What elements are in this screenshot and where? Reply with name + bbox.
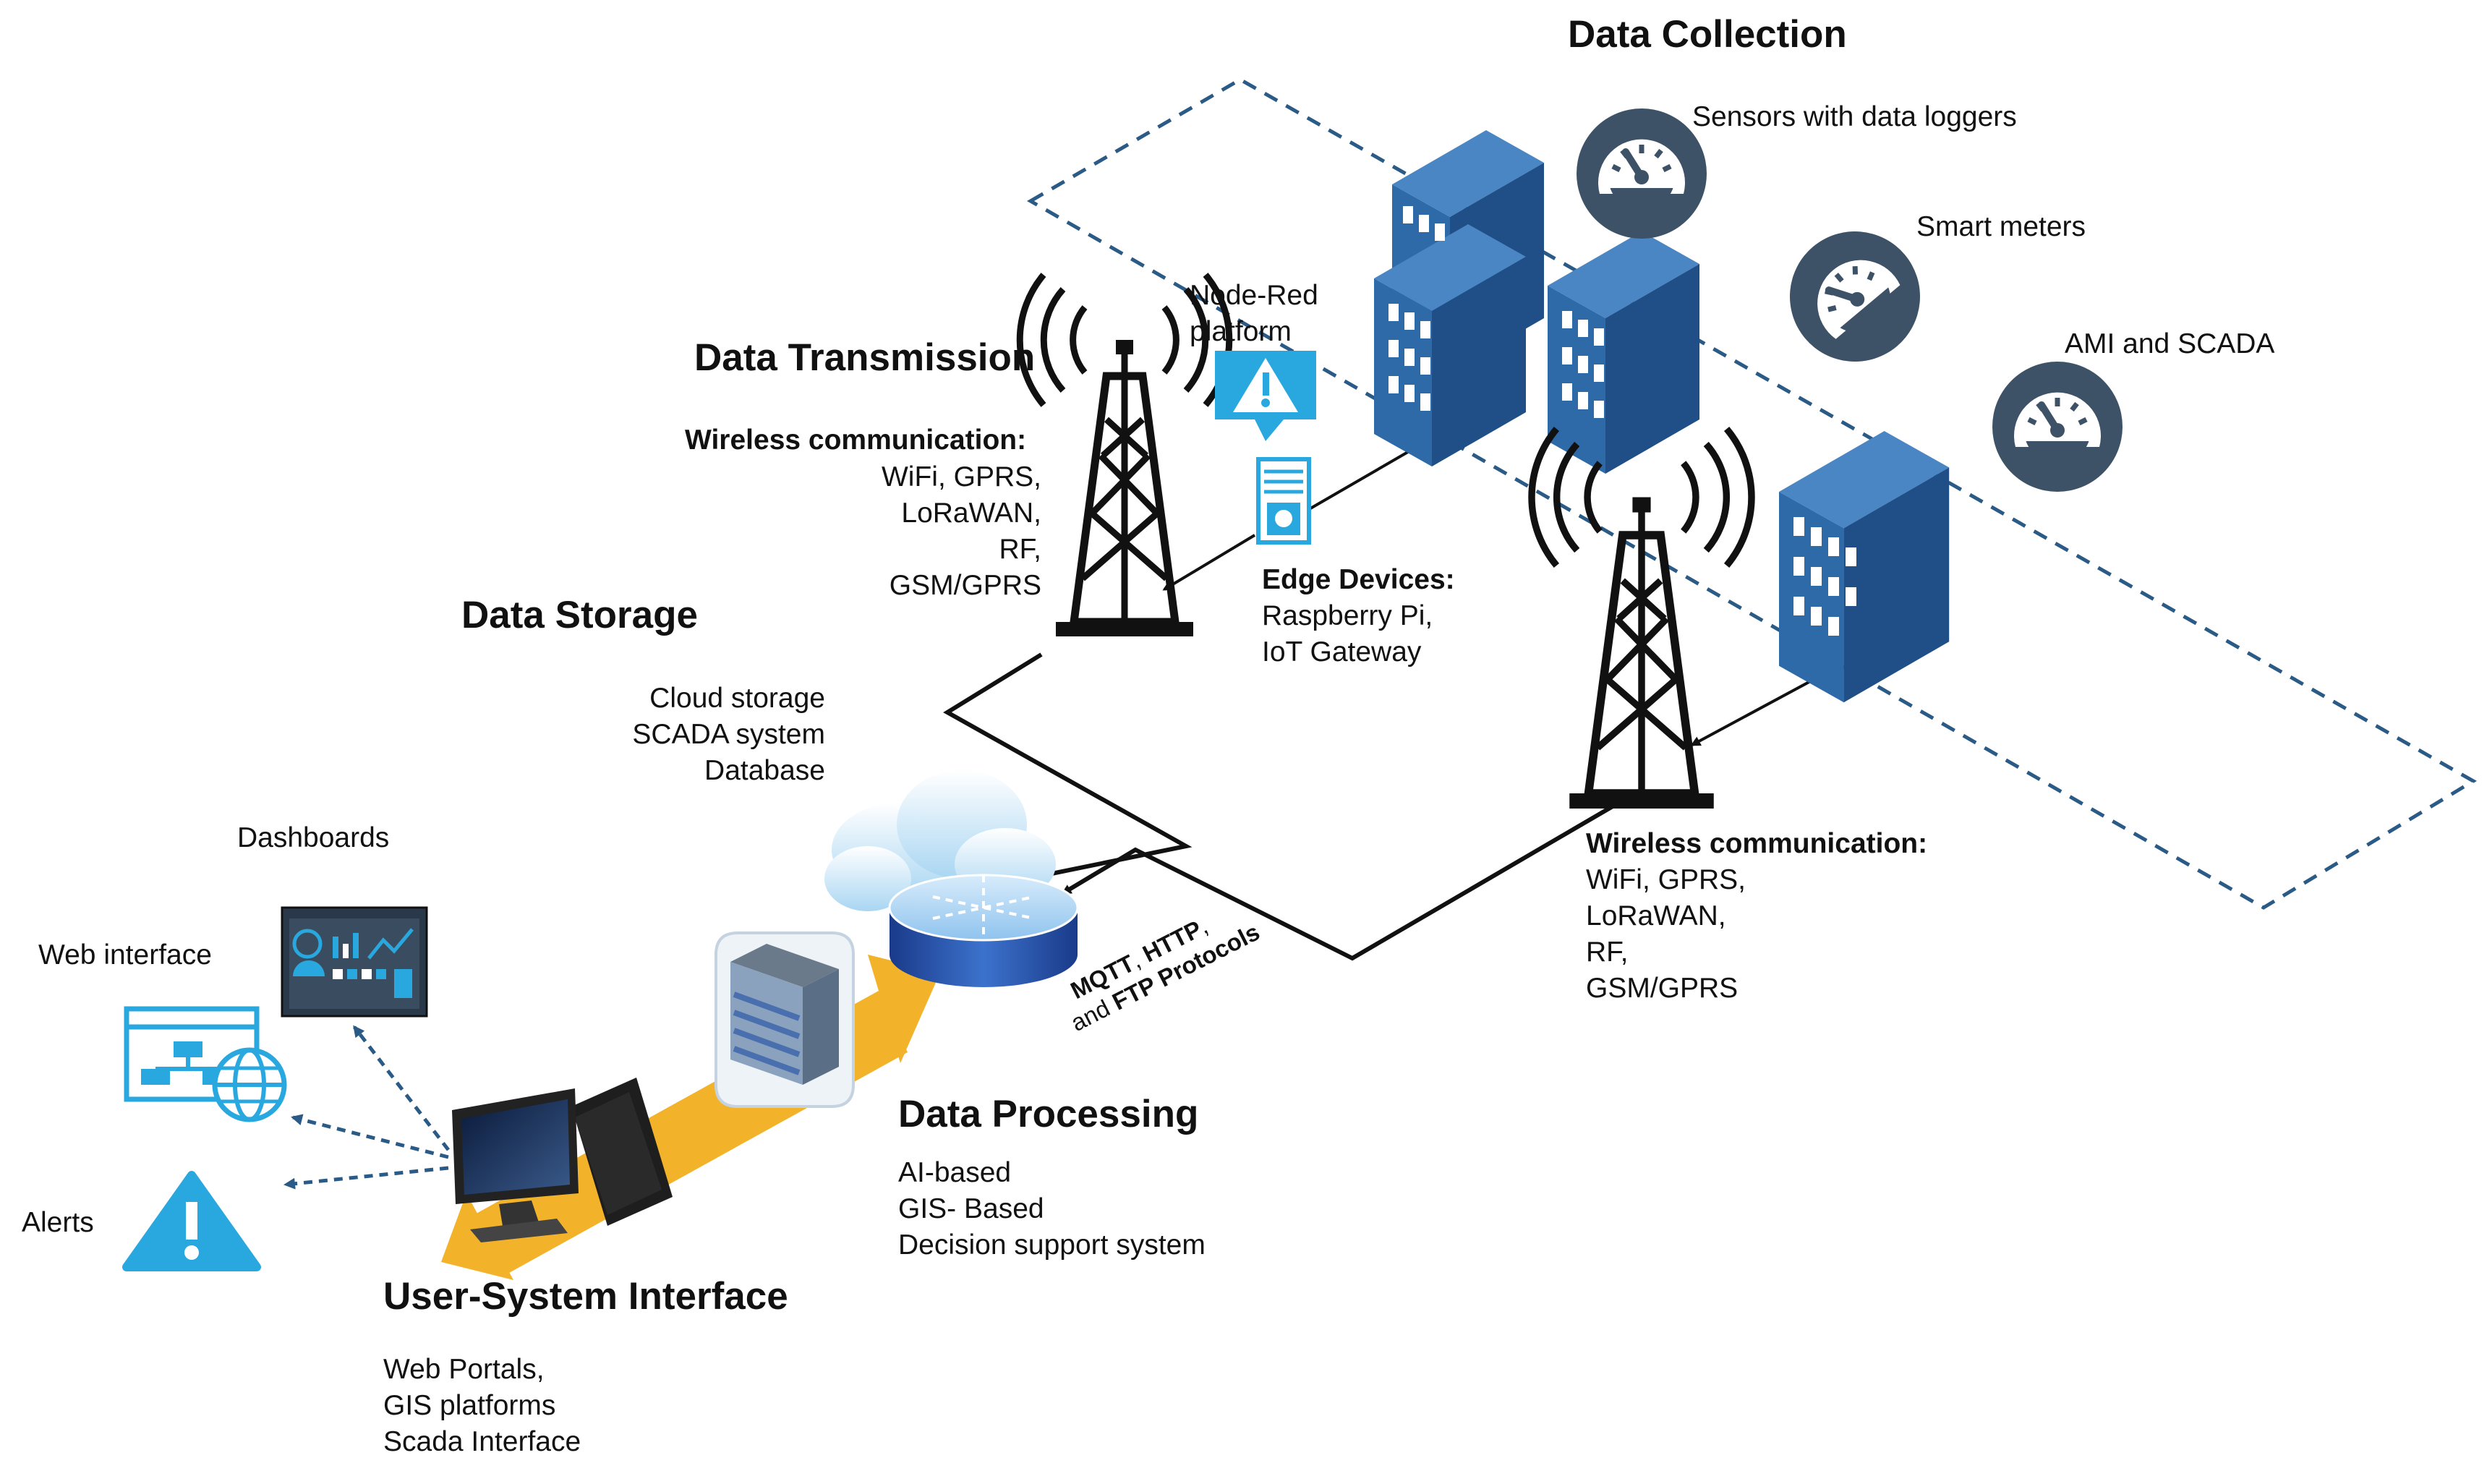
gauge-icon (1992, 362, 2123, 492)
output-arrows (283, 1025, 450, 1190)
globe-icon (212, 1047, 287, 1122)
link-edge-to-tower (1162, 534, 1256, 591)
interface-item: GIS platforms (383, 1390, 556, 1421)
protocols-label: MQTT, HTTP, and FTP Protocols (1054, 892, 1264, 1036)
alert-warning-icon (122, 1171, 261, 1271)
wireless-item: WiFi, GPRS, (882, 461, 1041, 492)
data-collection-title: Data Collection (1568, 13, 1847, 56)
wireless-item: GSM/GPRS (1586, 973, 1739, 1004)
server-rack-icon (714, 931, 855, 1108)
interface-item: Web Portals, (383, 1354, 545, 1385)
edge-devices-heading: Edge Devices: (1262, 564, 1455, 595)
cloud-icon (824, 770, 1056, 911)
processing-item: AI-based (898, 1157, 1012, 1188)
transmission-tower-icon (1532, 429, 1752, 809)
processing-item: Decision support system (898, 1229, 1206, 1261)
wireless-item: LoRaWAN, (901, 498, 1041, 529)
storage-item: Database (704, 755, 825, 786)
edge-item: Raspberry Pi, (1262, 600, 1433, 631)
link-tower-to-database (943, 652, 1193, 882)
data-storage-title: Data Storage (461, 594, 698, 636)
node-red-label-line1: Node-Red (1190, 280, 1318, 311)
interface-item: Scada Interface (383, 1426, 581, 1457)
smart-meters-label: Smart meters (1916, 211, 2086, 242)
wireless-item: GSM/GPRS (889, 570, 1041, 601)
data-collection-region (1026, 77, 2477, 910)
edge-item: IoT Gateway (1262, 636, 1422, 668)
storage-item: Cloud storage (649, 683, 825, 714)
warning-icon (1215, 351, 1316, 441)
ami-scada-label: AMI and SCADA (2065, 328, 2275, 359)
building-windows (1388, 206, 1856, 636)
building-icon (1779, 431, 1950, 703)
wireless-item: RF, (999, 534, 1042, 565)
wireless-item: LoRaWAN, (1586, 900, 1726, 931)
storage-item: SCADA system (632, 719, 825, 750)
desktop-computer-icon (452, 1078, 673, 1242)
wireless-heading-right: Wireless communication: (1586, 828, 1928, 859)
server-icon (1256, 457, 1311, 545)
wireless-item: WiFi, GPRS, (1586, 864, 1746, 895)
data-processing-title: Data Processing (898, 1093, 1199, 1135)
link-right-tower-to-database (1061, 804, 1614, 961)
node-red-label-line2: platform (1190, 316, 1292, 347)
alerts-label: Alerts (22, 1207, 94, 1238)
sensors-label: Sensors with data loggers (1692, 101, 2017, 132)
wireless-heading-left: Wireless communication: (685, 425, 1027, 456)
dashboard-icon (281, 906, 428, 1018)
wireless-item: RF, (1586, 937, 1629, 968)
web-interface-label: Web interface (38, 939, 212, 971)
gauge-icon (1577, 108, 1707, 239)
user-interface-title: User-System Interface (383, 1275, 788, 1318)
dashboards-label: Dashboards (237, 822, 390, 853)
database-icon (888, 874, 1079, 987)
processing-item: GIS- Based (898, 1193, 1044, 1224)
data-transmission-title: Data Transmission (694, 336, 1036, 379)
